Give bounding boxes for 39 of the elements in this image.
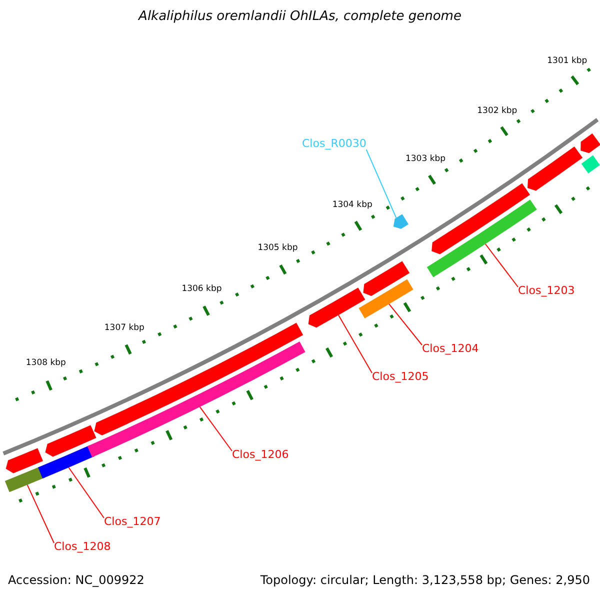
title: Alkaliphilus oremlandii OhILAs, complete genome: [137, 10, 462, 25]
gene-label: Clos_R0030: [302, 138, 366, 151]
gene-feature: [358, 279, 414, 318]
scale-label: 1304 kbp: [332, 201, 372, 211]
gene-label: Clos_1206: [232, 449, 289, 462]
scale-label: 1303 kbp: [405, 155, 446, 166]
gene-label: Clos_1207: [104, 516, 161, 529]
scale-label: 1307 kbp: [104, 324, 144, 334]
scale-label: 1302 kbp: [477, 107, 518, 118]
gene-feature: [581, 155, 600, 174]
gene-feature: [528, 146, 583, 191]
leader-line: [484, 244, 518, 288]
rna-feature: [393, 214, 408, 229]
scale-label: 1301 kbp: [547, 56, 588, 67]
gene-feature: [426, 200, 537, 278]
scale-label: 1305 kbp: [258, 244, 298, 254]
leader-line: [26, 484, 54, 544]
gene-feature: [45, 425, 96, 457]
leader-line: [68, 467, 104, 518]
gene-feature: [363, 261, 410, 296]
gene-label: Clos_1208: [54, 541, 111, 554]
gene-feature: [38, 445, 95, 478]
leader-line: [338, 314, 372, 374]
gene-feature: [94, 322, 304, 436]
gene-feature: [4, 466, 46, 492]
leader-line: [199, 406, 232, 452]
leader-line: [388, 304, 422, 346]
scale-label: 1308 kbp: [26, 359, 66, 370]
leader-line: [366, 149, 397, 218]
gene-label: Clos_1204: [422, 343, 479, 356]
genome-summary-text: Topology: circular; Length: 3,123,558 bp; Genes: 2,950: [260, 574, 590, 588]
gene-label: Clos_1205: [372, 371, 429, 384]
gene-feature: [580, 133, 600, 154]
gene-feature: [308, 288, 366, 328]
gene-feature: [6, 448, 43, 474]
gene-feature: [432, 183, 530, 254]
scale-label: 1306 kbp: [182, 285, 222, 296]
gene-label: Clos_1203: [518, 285, 575, 298]
accession-text: Accession: NC_009922: [8, 574, 144, 588]
